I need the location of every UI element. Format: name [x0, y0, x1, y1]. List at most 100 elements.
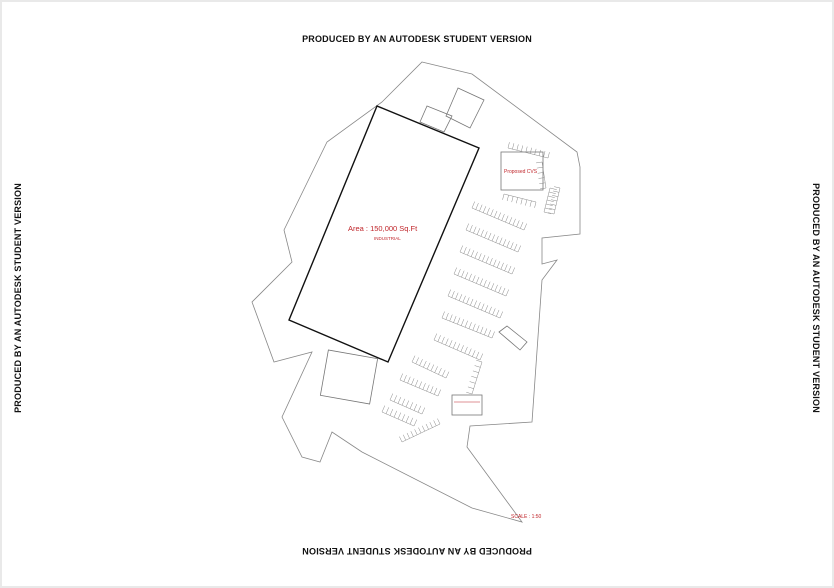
parking-stall-line — [536, 166, 543, 169]
parking-stall-line — [485, 256, 489, 264]
parking-stall-line — [505, 289, 509, 297]
parking-stall-line — [381, 405, 386, 413]
parking-stall-line — [437, 335, 441, 342]
parking-stall-line — [525, 199, 528, 206]
parking-stall-line — [484, 231, 488, 238]
parking-stall-line — [475, 203, 479, 210]
parking-stall-line — [480, 229, 484, 237]
parking-stall-line — [540, 187, 547, 190]
area-label: Area : 150,000 Sq.Ft — [348, 224, 418, 233]
parking-stall-line — [405, 400, 410, 408]
structure-east-a — [498, 325, 528, 351]
parking-stall-line — [490, 283, 495, 290]
parking-stall-line — [483, 280, 487, 287]
parking-stall-line — [397, 396, 402, 404]
parking-stall-line — [445, 338, 449, 346]
parking-stall-line — [389, 408, 394, 416]
parking-stall-line — [433, 387, 438, 395]
parking-stall-line — [480, 326, 484, 334]
scale-label: SCALE : 1:50 — [511, 514, 542, 520]
parking-stall-line — [494, 284, 498, 292]
parking-stall-line — [536, 161, 543, 164]
parking-stall-line — [517, 245, 521, 253]
parking-stall-line — [449, 314, 453, 322]
parking-stall-line — [501, 214, 505, 221]
parking-stall-line — [543, 151, 546, 157]
parking-stall-line — [479, 204, 483, 212]
parking-stall-line — [534, 201, 537, 208]
parking-stall-line — [543, 211, 551, 214]
parking-stall-line — [433, 333, 438, 341]
parking-stall-line — [481, 303, 485, 311]
parking-stall-line — [469, 225, 473, 232]
parking-stall-line — [452, 341, 457, 349]
parking-stall-line — [470, 250, 475, 257]
parking-stall-line — [494, 210, 498, 218]
parking-stall-line — [401, 414, 406, 421]
parking-stall-line — [447, 289, 451, 297]
parking-stall-line — [539, 182, 546, 184]
parking-stall-line — [417, 405, 422, 413]
parking-stall-line — [507, 142, 510, 149]
parking-stall-line — [482, 254, 486, 262]
parking-stall-line — [478, 253, 482, 260]
parking-stall-line — [479, 353, 484, 361]
parking-stall-line — [464, 272, 469, 279]
parking-stall-line — [549, 208, 556, 210]
parking-stall-line — [545, 203, 553, 206]
parking-stall-line — [411, 355, 416, 363]
parking-stall-line — [492, 308, 496, 315]
parking-stall-line — [468, 273, 472, 281]
parking-stall-line — [399, 373, 403, 381]
parking-stall-line — [425, 423, 429, 430]
parking-stall-line — [476, 276, 480, 284]
parking-stall-line — [498, 286, 502, 293]
parking-stall-line — [495, 236, 499, 243]
parking-stall-line — [554, 186, 561, 189]
parking-stall-line — [459, 245, 463, 253]
parking-stall-line — [385, 407, 390, 414]
parking-stall-line — [471, 375, 478, 379]
parking-stall-line — [499, 311, 503, 319]
parking-stall-line — [466, 297, 470, 304]
parking-stall-line — [414, 379, 419, 387]
parking-stall-line — [470, 298, 474, 306]
parking-stall-line — [453, 316, 457, 323]
parking-row-edge — [541, 161, 547, 189]
parking-stall-line — [434, 366, 438, 373]
parking-stall-line — [512, 143, 515, 150]
parking-stall-line — [510, 242, 514, 249]
parking-stall-line — [406, 432, 410, 439]
parking-stall-line — [410, 431, 414, 437]
parking-stall-line — [441, 336, 445, 344]
structure-south — [451, 394, 483, 416]
parking-stall-line — [508, 265, 512, 273]
parking-stall-line — [421, 407, 426, 415]
parking-stall-line — [472, 370, 479, 373]
parking-stall-line — [467, 248, 471, 256]
parking-stall-line — [473, 226, 477, 234]
parking-stall-line — [409, 417, 414, 425]
parking-stall-line — [479, 278, 483, 286]
parking-stall-line — [547, 195, 555, 198]
parking-row-edge — [441, 317, 493, 339]
parking-stall-line — [487, 329, 491, 337]
parking-stall-line — [512, 218, 516, 226]
parking-stall-line — [407, 376, 411, 384]
parking-stall-line — [516, 197, 518, 204]
parking-stall-line — [429, 422, 433, 428]
parking-stall-line — [397, 412, 402, 420]
parking-stall-line — [496, 309, 500, 317]
parking-stall-line — [484, 305, 489, 312]
parking-stall-line — [502, 287, 506, 295]
parking-stall-line — [502, 193, 505, 200]
parking-stall-line — [413, 403, 418, 411]
parking-row-edge — [507, 147, 549, 159]
parking-stall-line — [534, 148, 537, 155]
parking-stall-line — [449, 340, 453, 347]
cvs-parking — [502, 142, 550, 208]
parking-stall-line — [451, 291, 455, 298]
parking-stall-line — [520, 221, 524, 229]
parking-stall-line — [487, 281, 491, 289]
parking-stall-line — [525, 146, 528, 153]
